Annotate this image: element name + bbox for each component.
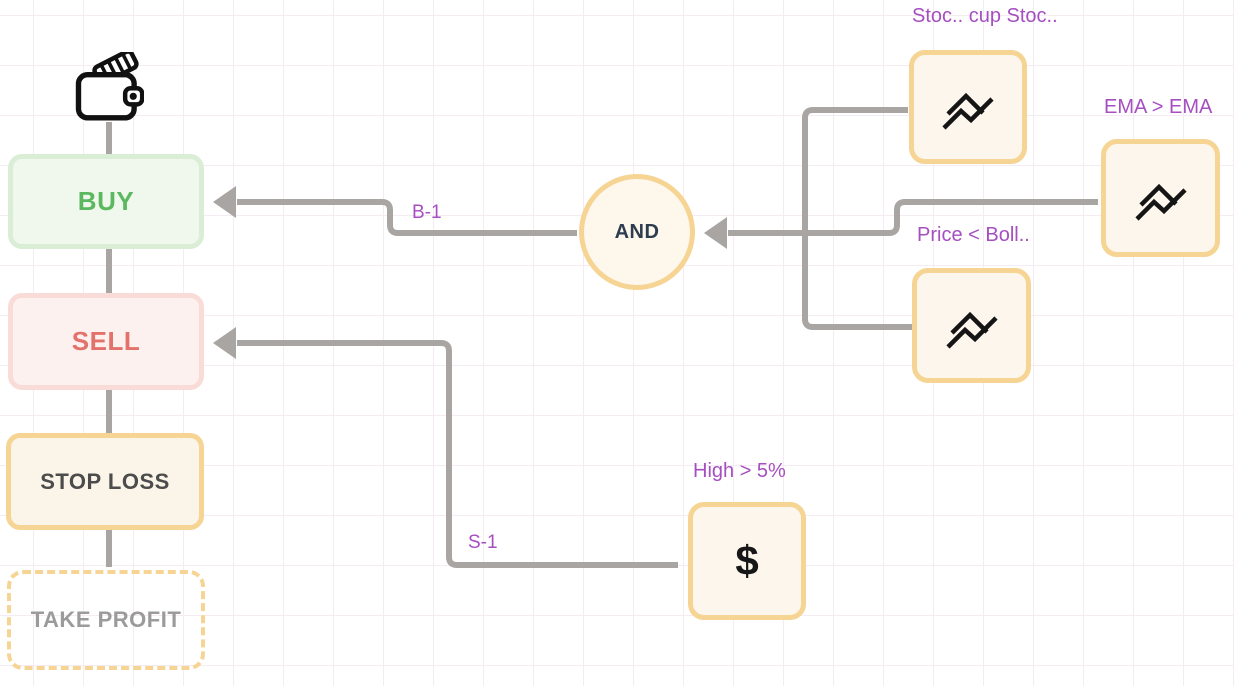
edge-label-s1: S-1: [468, 532, 498, 553]
condition-node-high[interactable]: $: [688, 502, 806, 620]
take-profit-node-label: TAKE PROFIT: [30, 607, 182, 632]
stop-loss-node-label: STOP LOSS: [40, 468, 170, 494]
condition-node-ema[interactable]: [1101, 139, 1220, 257]
dollar-icon: $: [735, 537, 759, 584]
and-operator-label: AND: [614, 220, 660, 243]
edge-high-to-sell[interactable]: [237, 340, 678, 568]
arrowhead-and: [704, 217, 727, 249]
stacked-line-chart-icon: [1134, 183, 1187, 221]
stacked-line-chart-icon: [945, 311, 998, 349]
stop-loss-node[interactable]: STOP LOSS: [6, 433, 204, 530]
edge-ema-to-and[interactable]: [728, 199, 1098, 236]
stacked-line-chart-icon: [942, 92, 994, 130]
edge-stoch-boll-branch[interactable]: [802, 107, 912, 330]
condition-label-bollinger: Price < Boll..: [917, 224, 1030, 246]
condition-label-ema: EMA > EMA: [1104, 96, 1213, 118]
edge-and-to-buy[interactable]: [237, 199, 577, 236]
wallet-icon[interactable]: [74, 52, 144, 128]
condition-node-bollinger[interactable]: [912, 268, 1031, 383]
condition-label-stochastic: Stoc.. cup Stoc..: [912, 5, 1058, 27]
sell-node[interactable]: SELL: [8, 293, 204, 390]
and-operator-node[interactable]: AND: [579, 174, 695, 290]
condition-node-stochastic[interactable]: [909, 50, 1027, 164]
arrowhead-sell: [213, 327, 236, 359]
arrowhead-buy: [213, 186, 236, 218]
buy-node-label: BUY: [77, 186, 135, 216]
take-profit-node[interactable]: TAKE PROFIT: [7, 570, 205, 670]
sell-node-label: SELL: [71, 326, 141, 356]
condition-label-high: High > 5%: [693, 460, 786, 482]
buy-node[interactable]: BUY: [8, 154, 204, 249]
edge-label-b1: B-1: [412, 202, 442, 223]
